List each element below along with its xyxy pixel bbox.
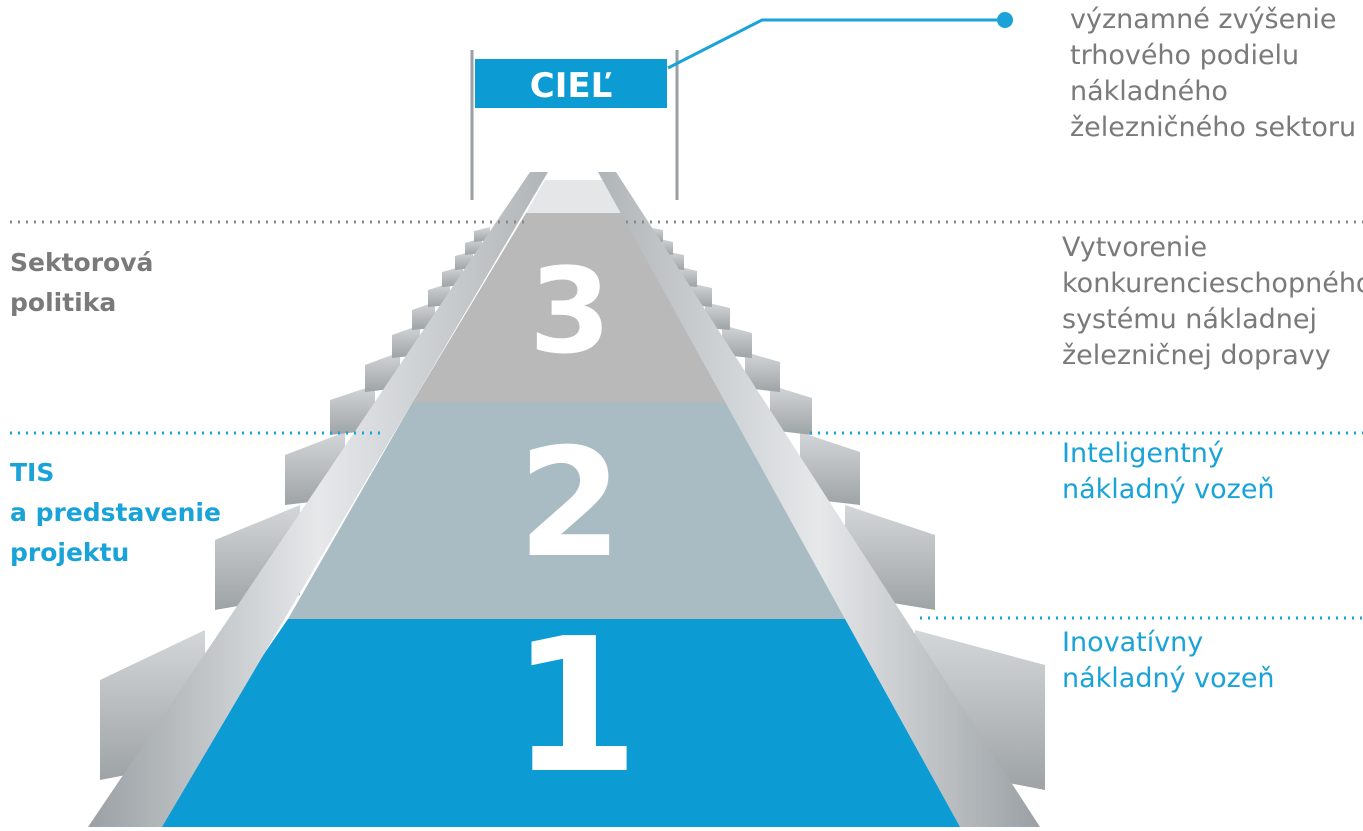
level2-right-line: Inteligentný: [1062, 438, 1224, 469]
level3-right-line: železničnej dopravy: [1062, 340, 1331, 371]
goal-callout-line: [667, 18, 1005, 70]
goal-flag: CIEĽ: [470, 50, 679, 200]
step-2-band: [288, 403, 858, 619]
level2-right-line: nákladný vozeň: [1062, 474, 1275, 505]
level2-right-label: Inteligentný nákladný vozeň: [1062, 436, 1275, 508]
level1-right-line: nákladný vozeň: [1062, 663, 1275, 694]
level2-left-line: projektu: [10, 538, 130, 567]
goal-label: CIEĽ: [530, 66, 613, 106]
level2-left-line: TIS: [10, 458, 55, 487]
level2-left-line: a predstavenie: [10, 498, 221, 527]
level3-right-line: konkurencieschopného: [1062, 268, 1363, 299]
step-top-band: [526, 180, 622, 213]
level1-right-line: Inovatívny: [1062, 627, 1204, 658]
goal-description-line: nákladného: [1070, 76, 1228, 107]
goal-description: významné zvýšenie trhového podielu nákla…: [1070, 2, 1356, 146]
step-number-1: 1: [511, 598, 640, 814]
goal-description-line: významné zvýšenie: [1070, 4, 1337, 35]
level3-left-label: Sektorová politika: [10, 243, 153, 323]
step-1-band: [145, 619, 978, 827]
level3-left-line: Sektorová: [10, 248, 154, 277]
level3-right-label: Vytvorenie konkurencieschopného systému …: [1062, 230, 1363, 374]
goal-description-line: železničného sektoru: [1070, 112, 1357, 143]
step-number-3: 3: [529, 242, 611, 380]
level3-right-line: systému nákladnej: [1062, 304, 1318, 335]
step-number-2: 2: [518, 417, 622, 591]
level3-left-line: politika: [10, 288, 117, 317]
rail-left: [88, 172, 548, 827]
rail-right: [598, 172, 1040, 827]
goal-description-line: trhového podielu: [1070, 40, 1300, 71]
level2-left-label: TIS a predstavenie projektu: [10, 453, 221, 573]
level1-right-label: Inovatívny nákladný vozeň: [1062, 625, 1275, 697]
level3-right-line: Vytvorenie: [1062, 232, 1208, 263]
step-3-band: [412, 213, 740, 403]
goal-callout-dot: [997, 12, 1013, 28]
